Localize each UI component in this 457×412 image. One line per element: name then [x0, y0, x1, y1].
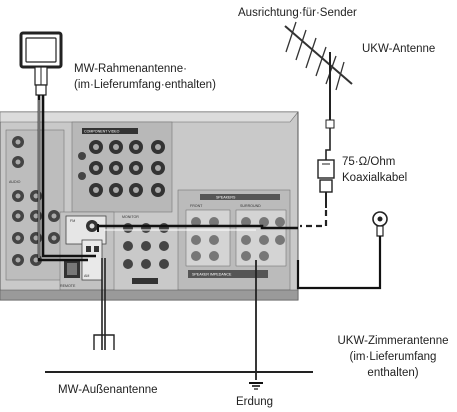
- component-video-label: COMPONENT VIDEO: [84, 130, 120, 134]
- fm-terminal-label: FM: [70, 219, 75, 223]
- am-terminal-label: AM: [84, 274, 89, 278]
- fm-indoor-label-1: UKW-Zimmerantenne: [336, 334, 450, 348]
- remote-label: REMOTE: [60, 284, 76, 288]
- fm-indoor-antenna: [298, 212, 387, 288]
- coax-label-2: Koaxialkabel: [342, 171, 407, 185]
- am-loop-label-1: MW-Rahmenantenne·: [74, 62, 187, 76]
- am-outdoor-label: MW-Außenantenne: [58, 383, 158, 397]
- speaker-impedance-label: SPEAKER IMPEDANCE: [192, 273, 232, 277]
- fm-indoor-label-2: (im·Lieferumfang: [336, 350, 450, 364]
- fm-antenna-label: UKW-Antenne: [362, 42, 435, 56]
- am-loop-label-2: (im·Lieferumfang·enthalten): [74, 78, 216, 92]
- front-label: FRONT: [190, 204, 203, 208]
- monitor-label: MONITOR: [122, 215, 139, 219]
- surround-label: SURROUND: [240, 204, 261, 208]
- audio-label: AUDIO: [9, 180, 21, 184]
- speakers-label: SPEAKERS: [216, 196, 236, 200]
- ground-label: Erdung: [236, 395, 273, 409]
- coax-label-1: 75·Ω/Ohm: [342, 155, 395, 169]
- fm-indoor-label-3: enthalten): [336, 366, 450, 380]
- am-loop-antenna: [21, 33, 61, 95]
- antenna-direction-label: Ausrichtung·für·Sender: [238, 6, 357, 20]
